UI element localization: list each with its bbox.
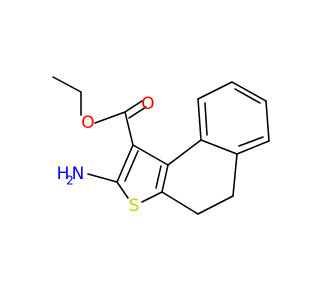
bond-fusion-c4	[167, 139, 202, 166]
bond-benz-1-inner	[204, 102, 208, 136]
bond-s-c5	[141, 191, 163, 203]
bond-c2-n	[87, 173, 118, 183]
bond-c-c3	[124, 111, 134, 146]
bond-benz-1	[197, 98, 202, 141]
bond-carbonyl-1	[124, 100, 143, 113]
bond-benz-3-inner	[234, 88, 261, 104]
bond-c2-s	[116, 181, 129, 199]
molecule-structure-diagram: O O S N H 2	[52, 76, 270, 216]
bond-c5-c4	[161, 164, 169, 193]
bond-benz-5-inner	[238, 136, 264, 147]
bond-benz-2	[197, 81, 233, 100]
amine-hydrogen-count: 2	[66, 174, 74, 188]
molecule-canvas: O O S N H 2	[52, 76, 270, 216]
ester-oxygen-label: O	[81, 113, 94, 133]
bond-ester-o-c	[94, 111, 126, 124]
bond-benz-5	[236, 140, 270, 155]
bond-ch2-ch2	[197, 195, 234, 215]
bond-c3-c2-inner	[124, 150, 139, 182]
bond-ethyl-cc	[52, 76, 82, 93]
bond-ch2-ar	[232, 153, 238, 197]
bond-c3-c2	[116, 144, 134, 183]
bond-ar-fusion	[200, 139, 238, 155]
sulfur-label: S	[129, 196, 140, 216]
bond-benz-4	[265, 100, 270, 142]
amine-nitrogen-label: N	[72, 164, 85, 184]
bond-benz-3	[231, 81, 267, 102]
amine-hydrogen-label: H	[57, 164, 70, 184]
carbonyl-oxygen-label: O	[141, 94, 154, 114]
bond-c5-ch2	[161, 191, 199, 215]
bond-c4-c3	[132, 144, 169, 166]
atom-labels: O O S N H 2	[57, 94, 155, 216]
bond-lines	[52, 76, 270, 215]
bond-carbonyl-2	[128, 106, 147, 119]
bond-c5-c4-inner	[155, 165, 162, 189]
